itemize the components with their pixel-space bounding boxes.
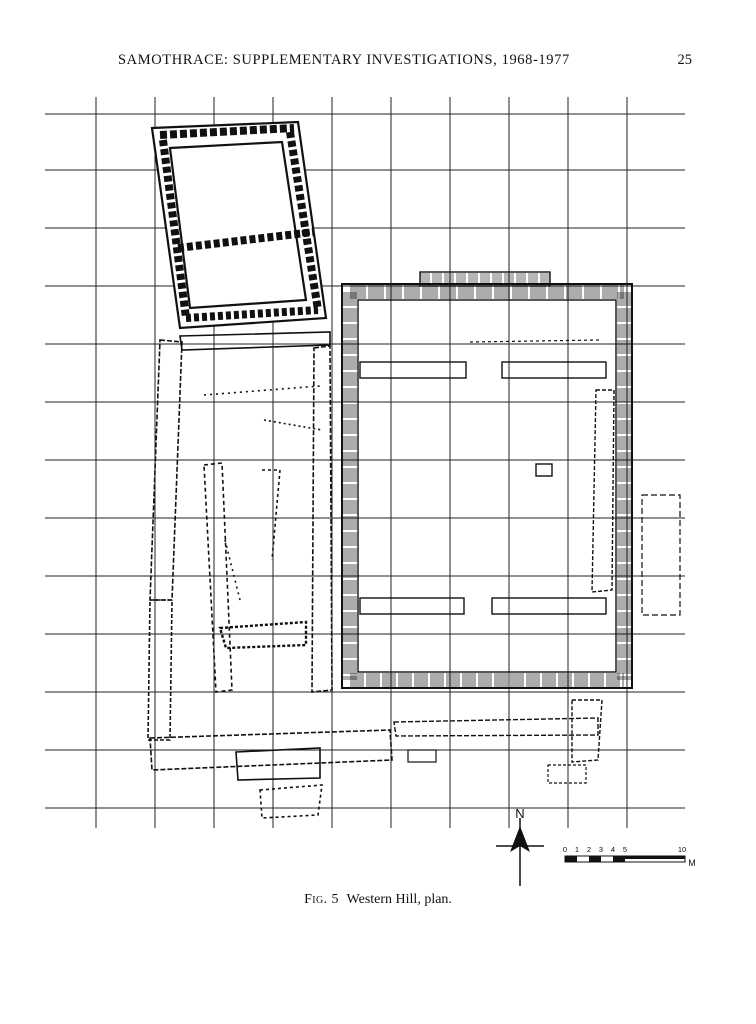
figure-label: Fig. [304, 892, 328, 907]
survey-grid [45, 97, 685, 828]
scale-label-5: 5 [623, 845, 627, 854]
scale-label-1: 1 [575, 845, 579, 854]
scale-unit: M [688, 858, 696, 868]
north-label: N [515, 806, 524, 821]
figure-caption: Fig.5 Western Hill, plan. [0, 892, 756, 908]
north-arrow: N [496, 806, 544, 886]
page-header: SAMOTHRACE: SUPPLEMENTARY INVESTIGATIONS… [118, 52, 692, 74]
scale-label-10: 10 [678, 845, 686, 854]
scale-label-4: 4 [611, 845, 615, 854]
main-building-walls [341, 271, 681, 784]
scale-label-3: 3 [599, 845, 603, 854]
site-plan-figure: N 0 1 2 3 4 5 10 M [45, 97, 696, 886]
scale-bar: 0 1 2 3 4 5 10 M [563, 845, 696, 868]
figure-number: 5 [331, 892, 339, 907]
caption-text: Western Hill, plan. [346, 892, 452, 907]
north-building-walls [150, 120, 328, 330]
west-complex-walls [147, 331, 393, 819]
running-title: SAMOTHRACE: SUPPLEMENTARY INVESTIGATIONS… [118, 52, 570, 68]
page-number: 25 [677, 52, 693, 68]
scale-label-0: 0 [563, 845, 567, 854]
scale-label-2: 2 [587, 845, 591, 854]
